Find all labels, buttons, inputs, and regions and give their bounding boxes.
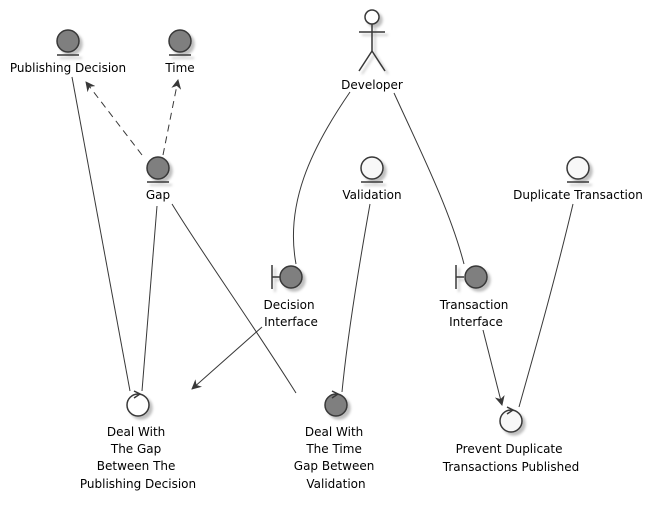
transaction-interface-node[interactable]: Transaction Interface — [439, 265, 512, 329]
edge-gap-to-time — [162, 79, 182, 156]
validation-node[interactable]: Validation — [342, 156, 402, 202]
duplicate-transaction-node[interactable]: Duplicate Transaction — [513, 156, 643, 202]
time-node[interactable]: Time — [164, 29, 195, 75]
edge-gap-to-deal-time-gap — [171, 203, 297, 394]
entity-icon — [566, 156, 590, 180]
developer-label: Developer — [341, 78, 403, 92]
edge-gap-to-deal-gap — [141, 205, 158, 392]
decision-interface-node[interactable]: Decision Interface — [264, 265, 319, 329]
control-icon — [499, 406, 523, 433]
entity-icon — [168, 29, 192, 53]
edge-validation-to-deal-time-gap — [341, 203, 371, 393]
decision-interface-label: Decision Interface — [264, 298, 319, 329]
deal-with-gap-node[interactable]: Deal With The Gap Between The Publishing… — [80, 390, 196, 491]
entity-icon — [56, 29, 80, 53]
gap-label: Gap — [146, 188, 170, 202]
edge-transaction-interface-to-prevent-duplicate — [482, 329, 505, 406]
control-icon — [324, 390, 348, 417]
boundary-icon — [455, 265, 488, 289]
control-icon — [126, 390, 150, 417]
entity-icon — [360, 156, 384, 180]
deal-with-time-gap-label: Deal With The Time Gap Between Validatio… — [294, 425, 378, 491]
prevent-duplicate-node[interactable]: Prevent Duplicate Transactions Published — [442, 406, 580, 474]
validation-label: Validation — [342, 188, 401, 202]
edges-layer — [71, 76, 574, 408]
deal-with-time-gap-node[interactable]: Deal With The Time Gap Between Validatio… — [294, 390, 378, 491]
deal-with-gap-label: Deal With The Gap Between The Publishing… — [80, 425, 196, 491]
developer-node[interactable]: Developer — [341, 9, 403, 92]
actor-icon — [358, 9, 386, 72]
boundary-icon — [271, 265, 303, 289]
edge-duplicate-transaction-to-prevent-duplicate — [518, 203, 574, 408]
edge-developer-to-transaction-interface — [393, 92, 465, 265]
duplicate-transaction-label: Duplicate Transaction — [513, 188, 643, 202]
transaction-interface-label: Transaction Interface — [439, 298, 512, 329]
edge-gap-to-publishing-decision — [85, 81, 143, 156]
entity-icon — [146, 156, 170, 180]
edge-publishing-decision-to-deal-gap — [71, 76, 131, 392]
gap-node[interactable]: Gap — [146, 156, 170, 202]
time-label: Time — [164, 61, 194, 75]
publishing-decision-label: Publishing Decision — [10, 61, 126, 75]
edge-decision-interface-to-deal-gap — [191, 326, 263, 390]
edge-developer-to-decision-interface — [292, 91, 351, 265]
prevent-duplicate-label: Prevent Duplicate Transactions Published — [442, 442, 580, 474]
publishing-decision-node[interactable]: Publishing Decision — [10, 29, 126, 75]
